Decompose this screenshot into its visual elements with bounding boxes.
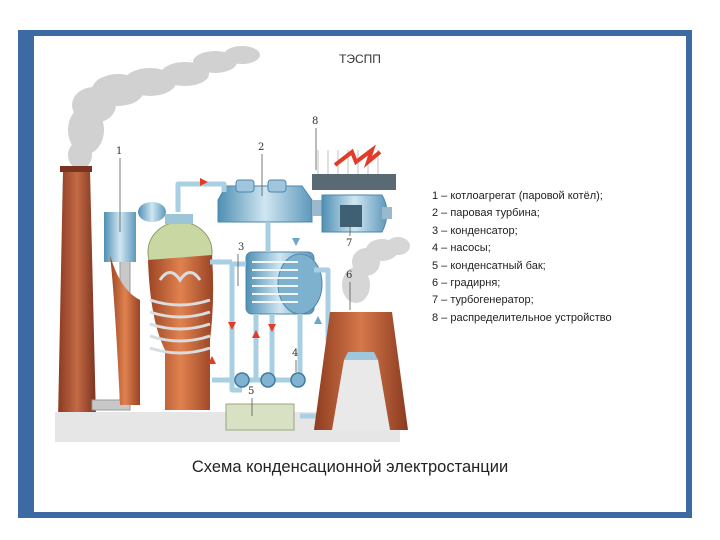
flow-arrows [200,178,276,364]
callout-5: 5 [248,386,254,397]
legend-item-4: 4 – насосы; [432,242,491,255]
pumps [234,372,306,388]
callout-1: 1 [116,146,122,157]
slide-title: ТЭСПП [339,52,381,66]
chimney [58,166,96,420]
diagram-caption: Схема конденсационной электростанции [191,458,509,476]
tower-steam [342,237,410,303]
legend-item-1: 1 – котлоагрегат (паровой котёл); [432,190,603,202]
legend-item-7: 7 – турбогенератор; [432,294,534,307]
condenser [245,251,323,315]
steam-turbine [217,179,313,223]
legend-item-3: 3 – конденсатор; [432,224,518,237]
callout-2: 2 [258,142,264,153]
callout-3: 3 [238,242,244,253]
legend-item-2: 2 – паровая турбина; [432,207,540,220]
flow-arrows-blue [292,238,322,324]
callout-7: 7 [346,238,352,249]
boiler [104,202,214,410]
condensate-tank [225,403,295,431]
cooling-tower [314,312,408,430]
callout-lines [119,128,351,416]
callout-4: 4 [292,348,298,359]
legend-item-5: 5 – конденсатный бак; [432,259,546,272]
legend-item-8: 8 – распределительное устройство [432,311,612,324]
turbogenerator [312,194,392,233]
switchgear [312,144,396,190]
legend: 1 – котлоагрегат (паровой котёл); 2 – па… [432,188,672,327]
callout-6: 6 [346,270,352,281]
legend-item-6: 6 – градирня; [432,277,501,290]
chimney-smoke [68,46,260,169]
callout-8: 8 [312,116,318,127]
